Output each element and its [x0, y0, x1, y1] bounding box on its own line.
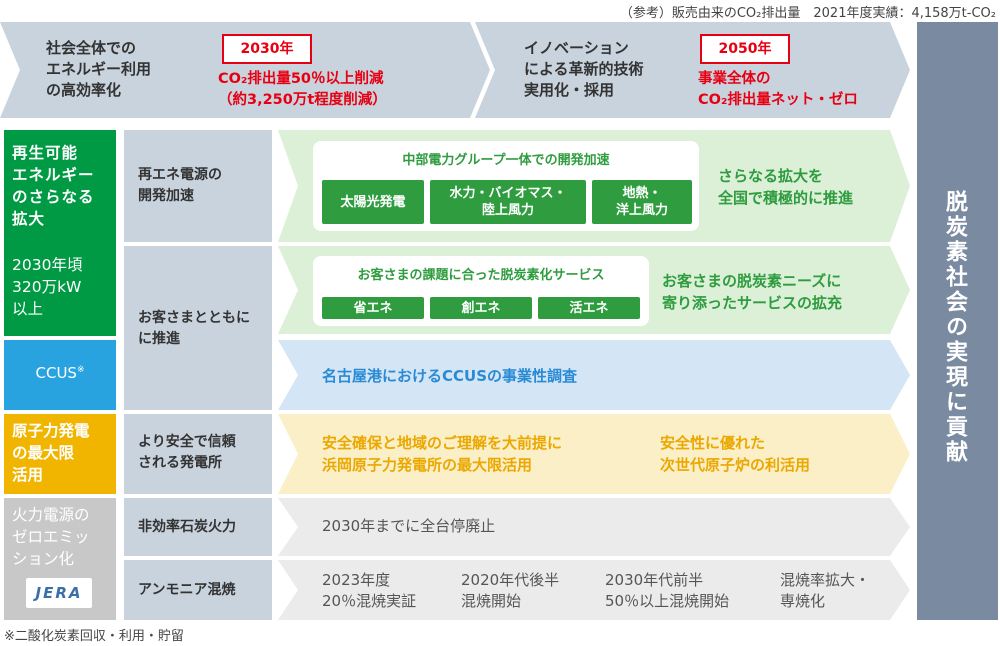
sub-renewable-dev-bg [124, 130, 272, 242]
pill-solar: 太陽光発電 [322, 180, 424, 224]
header-right-arrow [475, 22, 910, 118]
nuclear-text-2: 安全性に優れた 次世代原子炉の利活用 [660, 434, 811, 474]
coal-text: 2030年までに全台停廃止 [322, 517, 496, 535]
goal-column-bg [917, 22, 998, 620]
category-renewable-target: 2030年頃 320万kW 以上 [12, 256, 83, 318]
header-right-label: イノベーション による革新的技術 実用化・採用 [524, 39, 644, 99]
sub-renewable-dev: 再エネ電源の 開発加速 [138, 167, 222, 204]
footnote: ※二酸化炭素回収・利用・貯留 [4, 629, 184, 644]
sub-nuclear: より安全で信頼 される発電所 [138, 434, 236, 471]
pill-hydro-biomass-wind: 水力・バイオマス・ 陸上風力 [430, 180, 586, 224]
category-renewable-bg [4, 130, 116, 336]
customer-card-title: お客さまの課題に合った脱炭素化サービス [357, 268, 605, 283]
header-left-target: CO₂排出量50％以上削減 （約3,250万t程度削減） [218, 71, 387, 108]
category-ccus-label: CCUS [35, 364, 77, 382]
pill-geothermal-offshore: 地熱・ 洋上風力 [592, 180, 692, 224]
arrow-coal [278, 498, 910, 556]
goal-text: 脱炭素社会の実現に貢献 [942, 190, 967, 465]
sub-ammonia-bg [124, 560, 272, 620]
renewable-dev-result: さらなる拡大を 全国で積極的に推進 [718, 167, 854, 207]
sub-nuclear-bg [124, 414, 272, 494]
header-right-target: 事業全体の CO₂排出量ネット・ゼロ [698, 71, 858, 108]
ammonia-step-3: 2030年代前半 50％以上混焼開始 [605, 571, 730, 610]
pill-energy-saving: 省エネ [322, 297, 424, 319]
category-nuclear-label: 原子力発電 の最大限 活用 [12, 422, 90, 484]
arrow-ccus [278, 340, 910, 410]
pill-energy-creation: 創エネ [430, 297, 532, 319]
category-ccus-bg [4, 340, 116, 410]
nuclear-text-1: 安全確保と地域のご理解を大前提に 浜岡原子力発電所の最大限活用 [322, 434, 563, 474]
reference-note: （参考）販売由来のCO₂排出量 2021年度実績：4,158万t-CO₂ [619, 6, 996, 21]
arrow-ammonia [278, 560, 910, 620]
ccus-text: 名古屋港におけるCCUSの事業性調査 [322, 367, 578, 385]
sub-coal-bg [124, 498, 272, 556]
sub-customer: お客さまとともに に推進 [138, 310, 250, 347]
category-ccus-mark: ※ [76, 365, 85, 375]
ammonia-step-2: 2020年代後半 混焼開始 [461, 571, 560, 610]
ammonia-step-4: 混焼率拡大・ 専焼化 [780, 571, 871, 610]
arrow-nuclear [278, 414, 910, 494]
header-left-year: 2030年 [222, 34, 312, 64]
customer-result: お客さまの脱炭素ニーズに 寄り添ったサービスの拡充 [662, 272, 843, 312]
renewable-dev-card-title: 中部電力グループ一体での開発加速 [402, 153, 610, 168]
header-left-arrow [0, 22, 490, 118]
sub-customer-bg [124, 246, 272, 410]
header-right-year: 2050年 [700, 34, 790, 64]
ammonia-step-1: 2023年度 20％混焼実証 [322, 571, 417, 610]
category-thermal-label: 火力電源の ゼロエミッ ション化 [12, 506, 90, 568]
category-nuclear-bg [4, 414, 116, 494]
pill-energy-utilization: 活エネ [538, 297, 640, 319]
category-ccus: CCUS※ [4, 364, 116, 382]
sub-ammonia: アンモニア混焼 [138, 582, 236, 598]
sub-coal: 非効率石炭火力 [138, 519, 236, 535]
header-left-label: 社会全体での エネルギー利用 の高効率化 [46, 39, 152, 99]
jera-logo: JERA [26, 578, 92, 608]
category-renewable-label: 再生可能 エネルギー のさらなる 拡大 [12, 144, 95, 228]
